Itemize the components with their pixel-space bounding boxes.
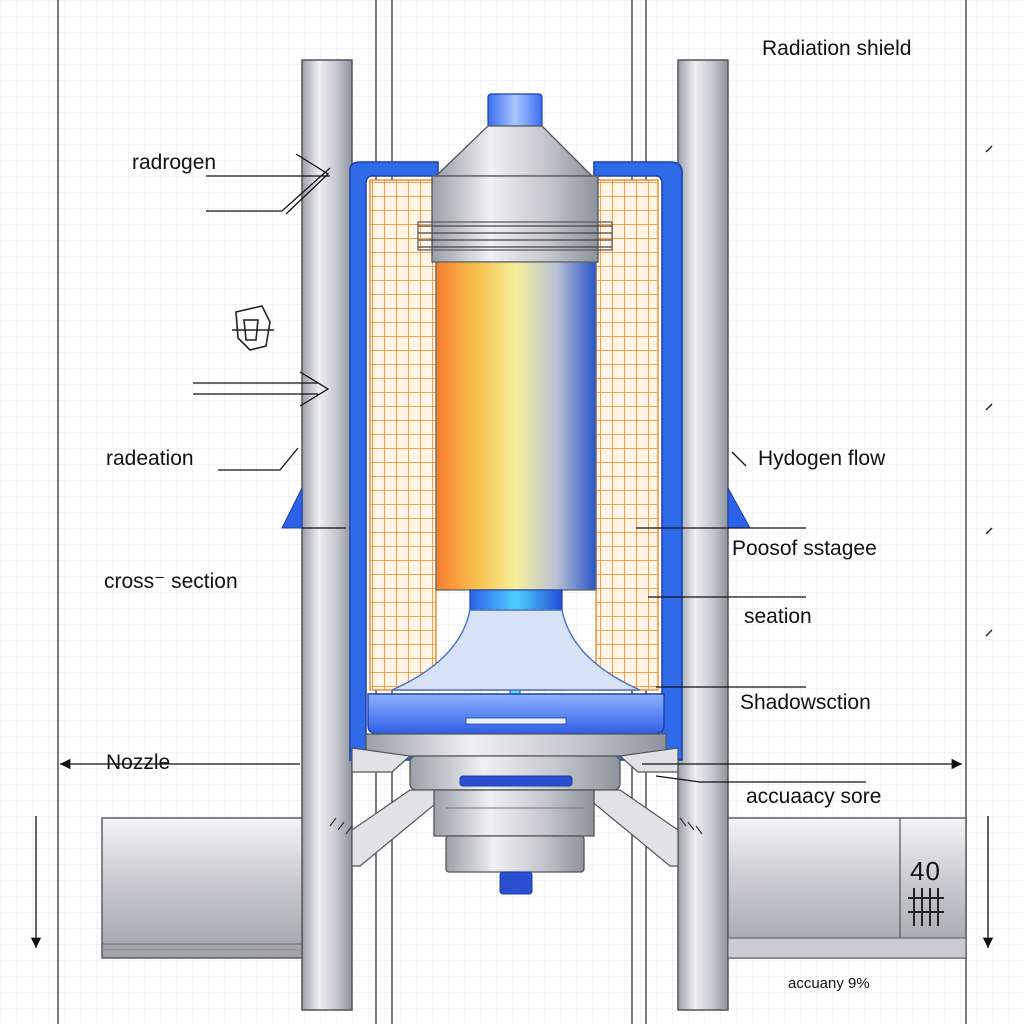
strut-rivets [329,817,703,835]
label-shadowsection: Shadowsction [740,691,871,714]
label-side-number: 40 [910,856,941,886]
nozzle-body [433,789,595,837]
label-hydrogen-flow: Hydogen flow [758,447,886,470]
label-seation: seation [744,605,812,628]
label-nozzle: Nozzle [106,751,171,774]
tally-marks [908,888,944,926]
ribbed-cap [431,175,599,263]
cap-ribs [418,225,612,248]
right-outer-wall [677,59,729,1011]
left-wall-step [351,747,412,773]
left-outer-wall [301,59,353,1011]
radiation-shield-outline [349,161,683,761]
reactor-core [435,261,597,591]
base-ring [367,693,665,735]
flared-skirt [391,609,641,691]
label-radrogen: radrogen [132,151,217,174]
left-lower-block [101,817,303,959]
right-heater-mesh [596,180,658,690]
label-cross-section: cross⁻ section [104,570,238,593]
label-accuracy-score: accuaacy sore [746,785,882,808]
rib-band [417,221,613,251]
label-radeation: radeation [106,447,194,470]
label-poosof-stage: Poosof sstagee [732,537,877,560]
nozzle-tip [499,871,533,895]
leader-lines [193,153,866,783]
shield-icon [232,305,274,351]
edge-ticks [985,145,993,637]
label-radiation-shield: Radiation shield [762,37,912,60]
nozzle-blue-ring [459,775,573,787]
right-lower-block [727,817,967,959]
left-heater-mesh [370,180,436,690]
left-blue-fin [281,487,303,529]
base-plate [365,733,667,757]
top-inlet-pipe [487,93,543,129]
nozzle-throat [445,835,585,873]
ring-slot [465,717,567,725]
right-block-lower-band [727,937,967,959]
label-accuracy-percent: accuany 9% [788,975,870,992]
